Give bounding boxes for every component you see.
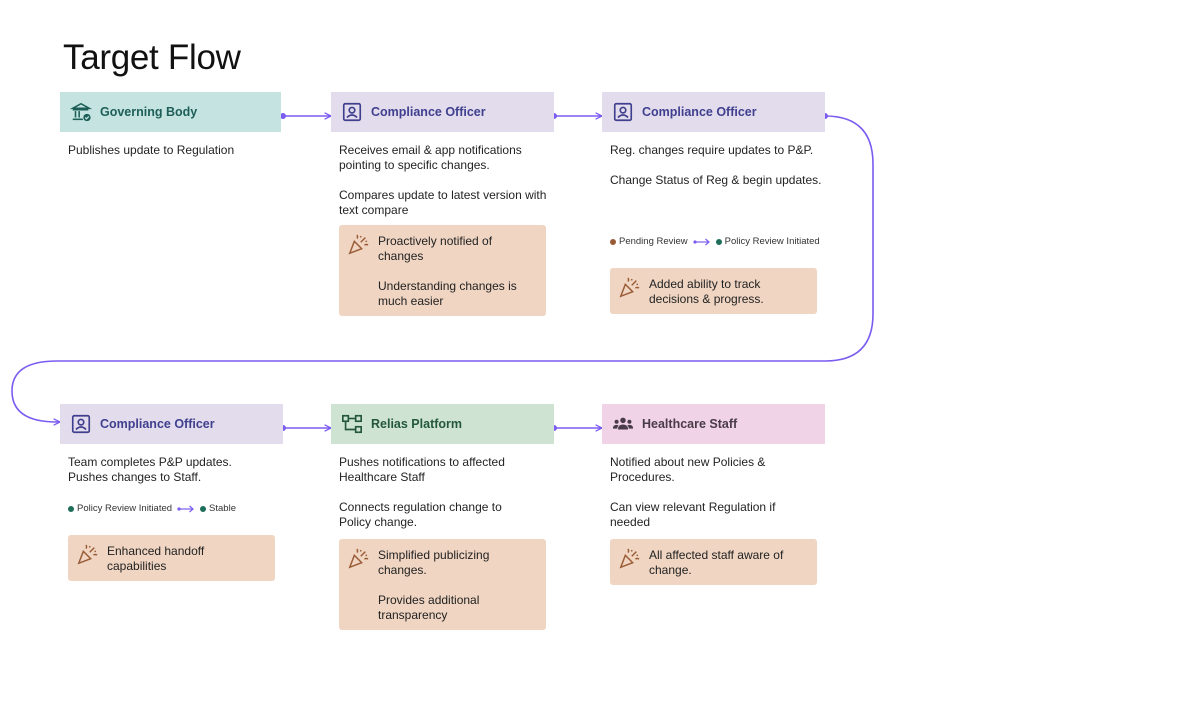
step-2-description: Receives email & app notifications point…: [339, 143, 554, 218]
step-2-actor: Compliance Officer: [371, 105, 486, 119]
step-1-desc-1: Publishes update to Regulation: [68, 143, 235, 157]
step-2-header: Compliance Officer: [331, 92, 554, 132]
step-1-description: Publishes update to Regulation: [68, 143, 283, 158]
step-4-status-transition: Policy Review Initiated Stable: [68, 503, 236, 514]
step-6-benefit-1: All affected staff aware of change.: [649, 548, 784, 577]
step-3-description: Reg. changes require updates to P&P. Cha…: [610, 143, 825, 188]
step-3-header: Compliance Officer: [602, 92, 825, 132]
step-4-header: Compliance Officer: [60, 404, 283, 444]
step-2-desc-2: Compares update to latest version with t…: [339, 188, 547, 217]
status-arrow-icon: [177, 505, 194, 512]
initiated-status-dot: [68, 505, 74, 512]
step-4-actor: Compliance Officer: [100, 417, 215, 431]
step-5-desc-2: Connects regulation change to Policy cha…: [339, 500, 502, 529]
connector-4-5: [280, 425, 331, 431]
party-popper-icon: [347, 234, 369, 256]
step-5-actor: Relias Platform: [371, 417, 463, 431]
step-6-desc-1: Notified about new Policies & Procedures…: [610, 455, 766, 484]
group-icon: [612, 413, 634, 435]
step-3-status-from: Pending Review: [619, 236, 688, 247]
connector-1-2: [280, 113, 331, 119]
step-4-status-from: Policy Review Initiated: [77, 503, 173, 514]
step-3-desc-1: Reg. changes require updates to P&P.: [610, 143, 814, 157]
initiated-status-dot: [715, 238, 722, 245]
connector-2-3: [551, 113, 602, 119]
step-3-status-transition: Pending Review Policy Review Initiated: [610, 236, 820, 247]
bank-shield-icon: [70, 101, 92, 123]
status-arrow-icon: [693, 238, 710, 245]
step-3-desc-2: Change Status of Reg & begin updates.: [610, 173, 822, 187]
step-3-actor: Compliance Officer: [642, 105, 757, 119]
step-6-actor: Healthcare Staff: [642, 417, 738, 431]
step-4-status-to: Stable: [209, 503, 236, 514]
step-2-benefit-1: Proactively notified of changes: [378, 234, 493, 263]
pending-status-dot: [610, 238, 616, 245]
step-6-desc-2: Can view relevant Regulation if needed: [610, 500, 776, 529]
party-popper-icon: [618, 277, 640, 299]
workflow-icon: [341, 413, 363, 435]
step-4-desc-1: Team completes P&P updates. Pushes chang…: [68, 455, 232, 484]
step-5-desc-1: Pushes notifications to affected Healthc…: [339, 455, 505, 484]
party-popper-icon: [618, 548, 640, 570]
step-1-actor: Governing Body: [100, 105, 198, 119]
step-5-description: Pushes notifications to affected Healthc…: [339, 455, 554, 530]
step-6-header: Healthcare Staff: [602, 404, 825, 444]
user-badge-icon: [70, 413, 92, 435]
party-popper-icon: [347, 548, 369, 570]
step-3-benefit-box: Added ability to track decisions & progr…: [610, 268, 817, 314]
step-4-description: Team completes P&P updates. Pushes chang…: [68, 455, 283, 485]
step-4-benefit-box: Enhanced handoff capabilities: [68, 535, 275, 581]
step-2-benefit-2: Understanding changes is much easier: [378, 279, 517, 308]
step-3-benefit-1: Added ability to track decisions & progr…: [649, 277, 764, 306]
step-5-header: Relias Platform: [331, 404, 554, 444]
party-popper-icon: [76, 544, 98, 566]
step-5-benefit-2: Provides additional transparency: [378, 593, 480, 622]
page-title: Target Flow: [63, 38, 241, 77]
step-2-benefit-box: Proactively notified of changes Understa…: [339, 225, 546, 316]
step-5-benefit-1: Simplified publicizing changes.: [378, 548, 490, 577]
user-badge-icon: [612, 101, 634, 123]
step-3-status-to: Policy Review Initiated: [724, 236, 820, 247]
stable-status-dot: [200, 505, 207, 512]
step-6-description: Notified about new Policies & Procedures…: [610, 455, 825, 530]
user-badge-icon: [341, 101, 363, 123]
step-2-desc-1: Receives email & app notifications point…: [339, 143, 522, 172]
step-6-benefit-box: All affected staff aware of change.: [610, 539, 817, 585]
connector-5-6: [551, 425, 602, 431]
step-5-benefit-box: Simplified publicizing changes. Provides…: [339, 539, 546, 630]
step-1-header: Governing Body: [60, 92, 281, 132]
step-4-benefit-1: Enhanced handoff capabilities: [107, 544, 205, 573]
